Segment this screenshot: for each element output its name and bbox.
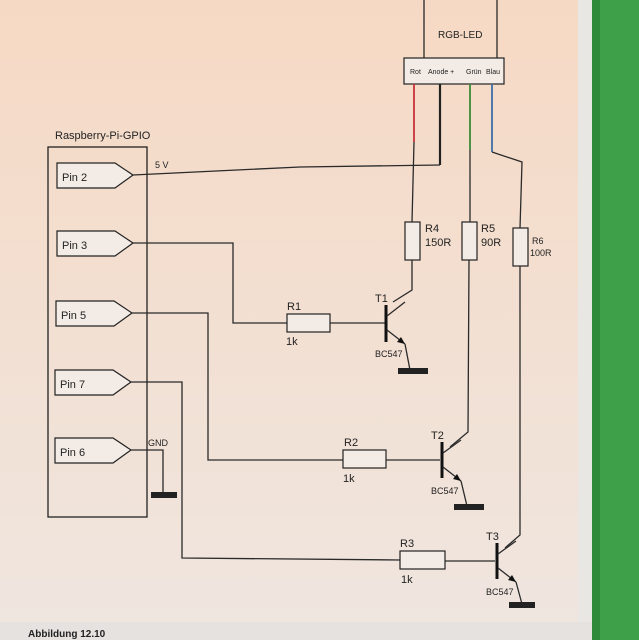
gpio-pin-7: Pin 7 xyxy=(54,369,133,396)
gpio-pin-2: Pin 2 xyxy=(56,162,135,189)
r6-value: 100R xyxy=(530,248,552,258)
gnd-label: GND xyxy=(148,438,169,448)
t3-ground xyxy=(509,602,535,608)
pin3-wire xyxy=(133,242,287,324)
pin5-wire xyxy=(132,312,343,461)
page-edge xyxy=(578,0,592,640)
voltage-label: 5 V xyxy=(155,160,169,170)
resistor-r6 xyxy=(512,227,529,267)
resistor-r5 xyxy=(461,221,478,261)
red-wire xyxy=(411,141,415,223)
r1-value: 1k xyxy=(286,336,298,348)
t2-type: BC547 xyxy=(431,486,459,496)
r4-value: 150R xyxy=(425,237,451,249)
led-pin-gruen: Grün xyxy=(466,69,482,76)
resistor-r1 xyxy=(286,313,331,333)
pin7-wire xyxy=(131,381,401,561)
r2-value: 1k xyxy=(343,473,355,485)
transistor-t2 xyxy=(440,439,468,507)
led-connector xyxy=(403,57,505,85)
r6-to-t3 xyxy=(504,266,521,549)
t1-ground xyxy=(398,368,428,374)
t2-name: T2 xyxy=(431,430,444,442)
book-spine-highlight xyxy=(600,0,639,640)
t2-ground xyxy=(454,504,484,510)
resistor-r3 xyxy=(399,550,446,570)
resistor-r4 xyxy=(404,221,421,261)
led-pin-rot: Rot xyxy=(410,69,421,76)
pin-label: Pin 7 xyxy=(60,379,85,391)
r4-to-t1 xyxy=(392,260,413,303)
r3-value: 1k xyxy=(401,574,413,586)
t3-type: BC547 xyxy=(486,587,514,597)
led-title: RGB-LED xyxy=(438,30,482,41)
transistor-t1 xyxy=(384,301,411,371)
t1-name: T1 xyxy=(375,293,388,305)
caption-band xyxy=(0,622,592,640)
blue-wire xyxy=(491,151,523,229)
t3-name: T3 xyxy=(486,531,499,543)
t1-type: BC547 xyxy=(375,349,403,359)
supply-wire-5v xyxy=(132,164,441,176)
resistor-r2 xyxy=(342,449,387,469)
pin-label: Pin 2 xyxy=(62,172,87,184)
led-pin-anode: Anode + xyxy=(428,69,454,76)
gpio-pin-5: Pin 5 xyxy=(55,300,134,327)
gnd-wire xyxy=(131,449,164,493)
pin-label: Pin 5 xyxy=(61,310,86,322)
figure-caption: Abbildung 12.10 xyxy=(28,629,106,640)
r3-name: R3 xyxy=(400,538,414,550)
r6-name: R6 xyxy=(532,236,544,246)
r2-name: R2 xyxy=(344,437,358,449)
gnd-symbol xyxy=(151,492,177,498)
pin-label: Pin 6 xyxy=(60,447,85,459)
pin-label: Pin 3 xyxy=(62,240,87,252)
led-pin-blau: Blau xyxy=(486,69,500,76)
r5-to-t2 xyxy=(449,259,470,448)
r5-value: 90R xyxy=(481,237,501,249)
r4-name: R4 xyxy=(425,223,439,235)
r1-name: R1 xyxy=(287,301,301,313)
gpio-box xyxy=(47,146,148,518)
gpio-pin-6: Pin 6 xyxy=(54,437,133,464)
gpio-pin-3: Pin 3 xyxy=(56,230,135,257)
r5-name: R5 xyxy=(481,223,495,235)
transistor-t3 xyxy=(495,540,523,605)
gpio-title: Raspberry-Pi-GPIO xyxy=(55,130,151,142)
